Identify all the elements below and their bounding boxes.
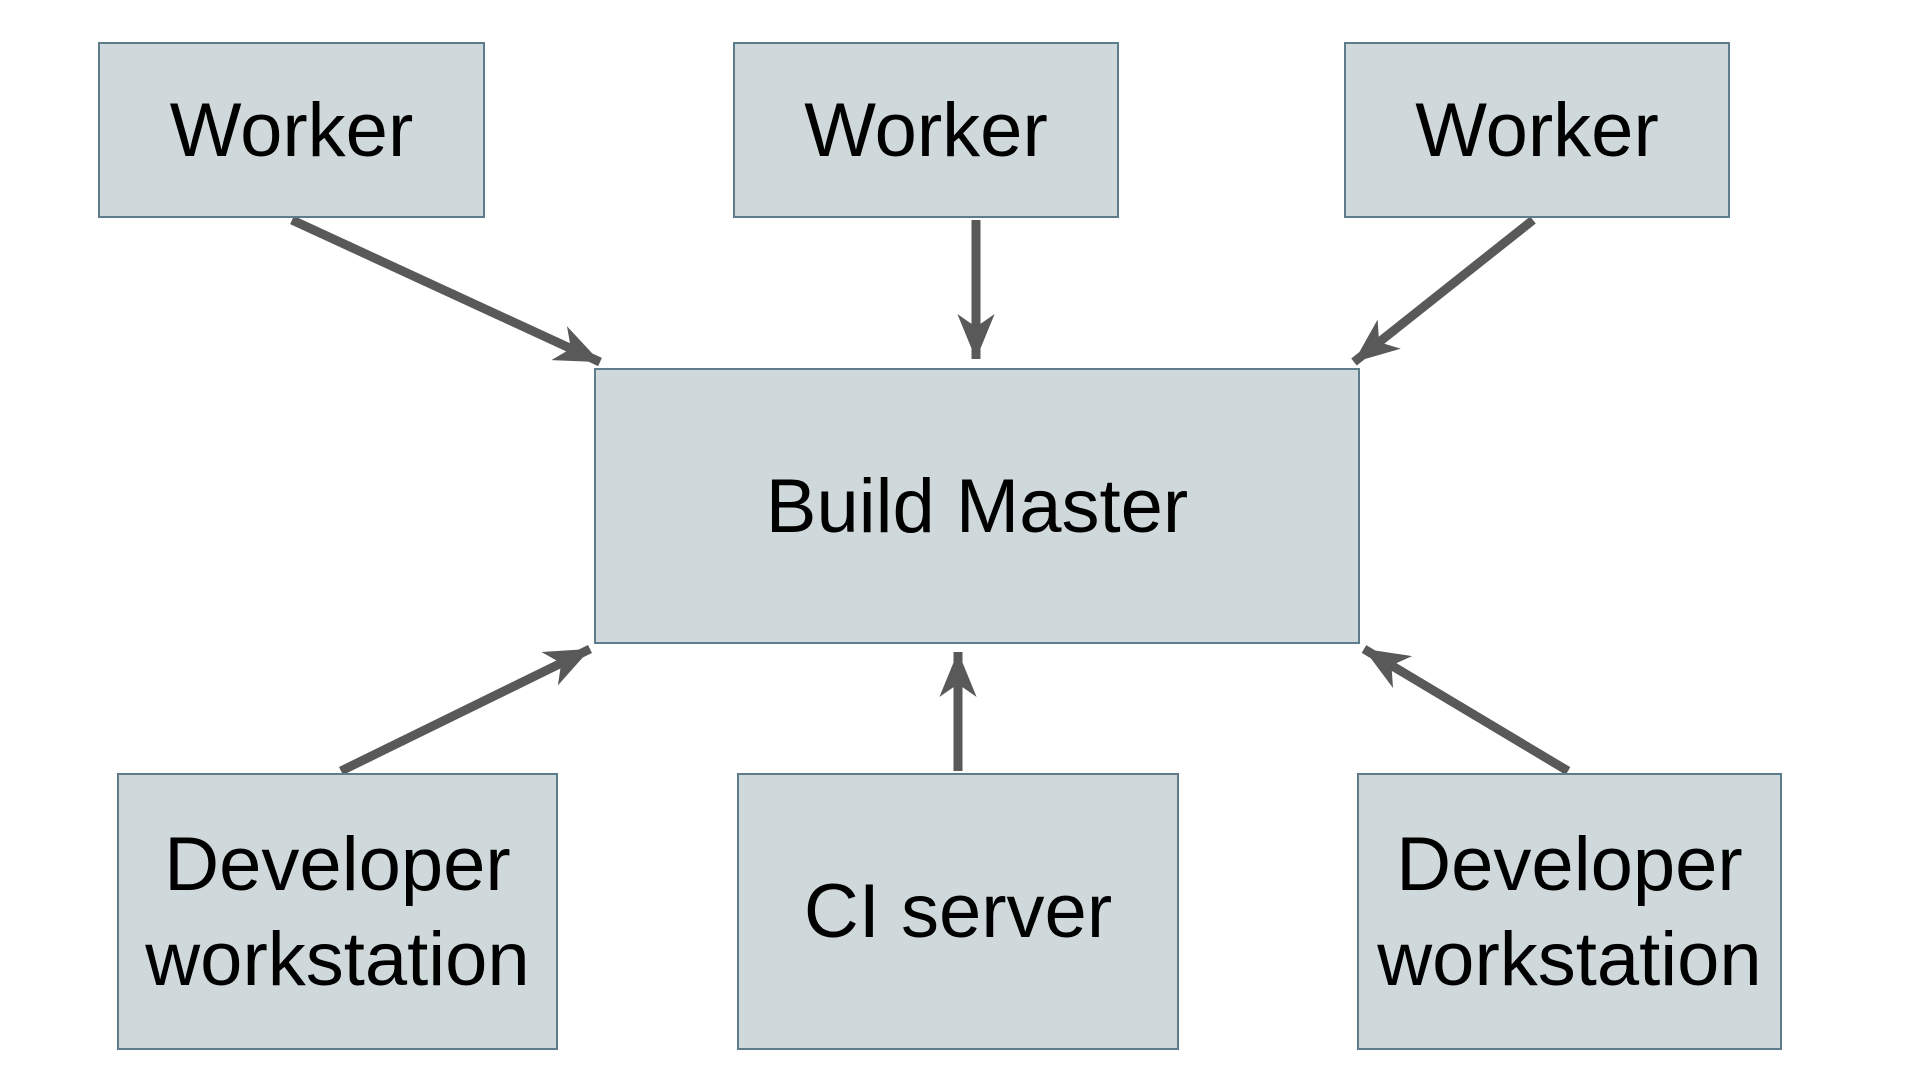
worker-box-2-label: Worker	[804, 87, 1048, 173]
arrow-worker1-to-build-master	[290, 215, 602, 367]
developer-workstation-left-label: Developer workstation	[145, 821, 530, 1002]
build-master-label: Build Master	[765, 463, 1189, 549]
worker-box-1: Worker	[98, 42, 485, 218]
worker-box-3: Worker	[1344, 42, 1730, 218]
build-master-box: Build Master	[594, 368, 1360, 644]
developer-workstation-left-box: Developer workstation	[117, 773, 558, 1050]
developer-workstation-right-box: Developer workstation	[1357, 773, 1782, 1050]
ci-server-label: CI server	[803, 869, 1113, 954]
arrow-dev-workstation-right-to-build-master	[1361, 645, 1571, 775]
arrow-worker3-to-build-master	[1351, 216, 1536, 366]
worker-box-1-label: Worker	[169, 87, 414, 173]
worker-box-3-label: Worker	[1415, 87, 1659, 173]
ci-server-box: CI server	[737, 773, 1179, 1050]
arrow-dev-workstation-left-to-build-master	[339, 644, 592, 776]
developer-workstation-right-label: Developer workstation	[1377, 821, 1762, 1002]
worker-box-2: Worker	[733, 42, 1119, 218]
